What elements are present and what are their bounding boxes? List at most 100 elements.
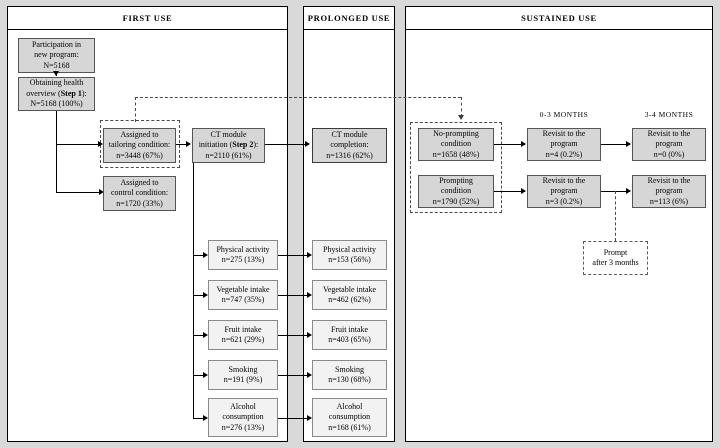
fu-physical-activity-value: n=275 (13%) xyxy=(221,255,265,264)
node-fu-alcohol-consumption: Alcohol consumption n=276 (13%) xyxy=(208,398,278,437)
fu-vegetable-intake-value: n=747 (35%) xyxy=(221,295,265,304)
ct-initiation-line3: n=2110 (61%) xyxy=(205,150,252,160)
trunk-overview-split xyxy=(56,111,58,193)
panel-header-sustained-use: SUSTAINED USE xyxy=(405,6,713,30)
node-prompt-after-3-months: Prompt after 3 months xyxy=(583,241,648,275)
node-revisit-prompting-3-4: Revisit to the program n=113 (6%) xyxy=(632,175,706,208)
dashed-bridge-top xyxy=(135,97,461,98)
connector-no-prompting-to-revisit xyxy=(494,144,525,146)
revisit-np-34-line2: program xyxy=(655,139,683,149)
prompting-line2: condition xyxy=(440,186,472,196)
node-revisit-no-prompting-3-4: Revisit to the program n=0 (0%) xyxy=(632,128,706,161)
arrow-to-tailoring xyxy=(98,141,103,147)
participation-line1: Participation in xyxy=(31,39,82,49)
participation-line3: N=5168 xyxy=(43,60,70,70)
arrow-revisit-p-03-to-34 xyxy=(626,188,631,194)
pu-fruit-intake-value: n=403 (65%) xyxy=(328,335,371,344)
fu-physical-activity-label: Physical activity xyxy=(216,244,270,254)
connector-pu-behavior-1 xyxy=(278,295,310,297)
branch-to-control xyxy=(56,192,102,194)
panel-title-prolonged-use: PROLONGED USE xyxy=(307,13,391,23)
pu-vegetable-intake-label: Vegetable intake xyxy=(322,284,377,294)
revisit-np-03-line3: n=4 (0.2%) xyxy=(545,149,583,159)
pu-smoking-label: Smoking xyxy=(335,364,364,374)
panel-title-first-use: FIRST USE xyxy=(122,13,173,23)
fu-vegetable-intake-label: Vegetable intake xyxy=(216,284,270,294)
branch-behavior-fu-3 xyxy=(193,375,206,377)
pu-smoking-value: n=130 (68%) xyxy=(328,375,371,384)
group-prompting-conditions xyxy=(410,122,502,213)
ct-completion-line2: completion: xyxy=(330,140,369,150)
dashed-prompt-riser xyxy=(615,191,616,241)
fu-alcohol-value: n=276 (13%) xyxy=(221,422,265,432)
revisit-np-34-line3: n=0 (0%) xyxy=(653,149,685,159)
node-health-overview: Obtaining health overview (Step 1): N=51… xyxy=(18,77,95,111)
revisit-np-34-line1: Revisit to the xyxy=(647,128,691,138)
arrow-no-prompting-to-revisit xyxy=(521,141,526,147)
connector-initiation-to-completion xyxy=(265,144,308,146)
node-pu-vegetable-intake: Vegetable intake n=462 (62%) xyxy=(312,280,387,310)
pu-fruit-intake-label: Fruit intake xyxy=(330,324,369,334)
revisit-p-34-line3: n=113 (6%) xyxy=(649,196,689,206)
fu-fruit-intake-label: Fruit intake xyxy=(224,324,262,334)
arrow-initiation-to-completion xyxy=(305,141,310,147)
column-label-3-4-months: 3-4 MONTHS xyxy=(644,110,694,119)
node-fu-smoking: Smoking n=191 (9%) xyxy=(208,360,278,390)
prompting-line3: n=1790 (52%) xyxy=(432,196,480,206)
panel-title-sustained-use: SUSTAINED USE xyxy=(521,13,597,23)
revisit-p-34-line2: program xyxy=(655,186,683,196)
tailoring-line2: tailoring condition: xyxy=(108,140,171,150)
no-prompting-line3: n=1658 (48%) xyxy=(432,149,480,159)
pu-vegetable-intake-value: n=462 (62%) xyxy=(328,295,371,304)
node-fu-vegetable-intake: Vegetable intake n=747 (35%) xyxy=(208,280,278,310)
tailoring-line1: Assigned to xyxy=(120,129,159,139)
dashed-drop-right xyxy=(461,97,462,117)
column-label-0-3-months: 0-3 MONTHS xyxy=(539,110,589,119)
connector-pu-behavior-4 xyxy=(278,418,310,420)
node-control-condition: Assigned to control condition: n=1720 (3… xyxy=(103,176,176,211)
node-tailoring-condition: Assigned to tailoring condition: n=3448 … xyxy=(103,128,176,163)
node-revisit-no-prompting-0-3: Revisit to the program n=4 (0.2%) xyxy=(527,128,601,161)
panel-header-first-use: FIRST USE xyxy=(7,6,288,30)
branch-to-tailoring xyxy=(56,144,101,146)
node-pu-physical-activity: Physical activity n=153 (56%) xyxy=(312,240,387,270)
node-revisit-prompting-0-3: Revisit to the program n=3 (0.2%) xyxy=(527,175,601,208)
arrow-behavior-fu-2 xyxy=(203,332,208,338)
revisit-np-03-line1: Revisit to the xyxy=(542,128,586,138)
connector-pu-behavior-2 xyxy=(278,335,310,337)
node-fu-physical-activity: Physical activity n=275 (13%) xyxy=(208,240,278,270)
fu-smoking-label: Smoking xyxy=(228,364,258,374)
panel-header-prolonged-use: PROLONGED USE xyxy=(303,6,395,30)
ct-completion-line3: n=1316 (62%) xyxy=(326,150,373,160)
prompting-line1: Prompting xyxy=(439,175,473,185)
fu-smoking-value: n=191 (9%) xyxy=(223,375,263,384)
branch-behavior-fu-2 xyxy=(193,335,206,337)
branch-behavior-fu-4 xyxy=(193,418,206,420)
arrow-pu-behavior-3 xyxy=(307,372,312,378)
node-fu-fruit-intake: Fruit intake n=621 (29%) xyxy=(208,320,278,350)
arrow-pu-behavior-0 xyxy=(307,252,312,258)
panel-sustained-use xyxy=(405,6,713,442)
pu-alcohol-label: Alcohol xyxy=(336,401,363,411)
fu-alcohol-label: Alcohol xyxy=(230,401,256,411)
arrow-pu-behavior-4 xyxy=(307,415,312,421)
connector-pu-behavior-3 xyxy=(278,375,310,377)
ct-completion-line1: CT module xyxy=(331,129,368,139)
control-line1: Assigned to xyxy=(120,177,159,187)
branch-behavior-fu-1 xyxy=(193,295,206,297)
arrow-behavior-fu-1 xyxy=(203,292,208,298)
revisit-np-03-line2: program xyxy=(550,139,578,149)
fu-alcohol-label2: consumption xyxy=(222,412,264,422)
connector-revisit-np-03-to-34 xyxy=(601,144,630,146)
pu-alcohol-label2: consumption xyxy=(328,412,371,422)
connector-prompting-to-revisit xyxy=(494,191,525,193)
arrow-pu-behavior-2 xyxy=(307,332,312,338)
dashed-arrow-into-group xyxy=(457,115,464,120)
trunk-initiation-behaviors xyxy=(193,163,195,418)
control-line3: n=1720 (33%) xyxy=(116,198,163,208)
pu-physical-activity-label: Physical activity xyxy=(322,244,377,254)
control-line2: control condition: xyxy=(110,188,169,198)
pu-alcohol-value: n=168 (61%) xyxy=(328,422,371,432)
arrow-tailoring-to-initiation xyxy=(186,141,191,147)
